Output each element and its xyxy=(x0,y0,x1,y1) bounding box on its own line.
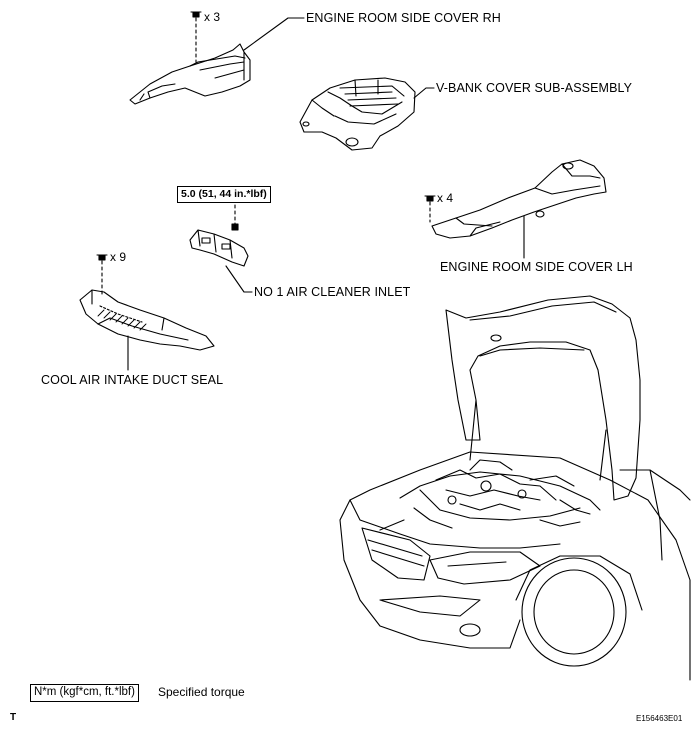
corner-mark: T xyxy=(10,712,17,723)
v-bank-cover-part xyxy=(299,77,416,151)
leader-rh xyxy=(243,17,305,51)
air-cleaner-inlet-part xyxy=(189,229,249,267)
legend-text: Specified torque xyxy=(158,685,245,699)
clip-lh-icon xyxy=(424,195,436,223)
seal-clip-quantity: x 9 xyxy=(110,250,127,264)
engine-room-side-cover-lh-part xyxy=(431,159,607,239)
figure-id: E156463E01 xyxy=(636,714,683,723)
seal-hatch xyxy=(97,309,147,331)
label-engine-room-side-cover-lh: ENGINE ROOM SIDE COVER LH xyxy=(440,260,633,274)
cool-air-intake-duct-seal-part xyxy=(79,289,215,351)
clip-seal-icon xyxy=(96,254,108,297)
bolt-inlet-icon xyxy=(231,204,239,231)
leader-vbank xyxy=(413,87,435,99)
torque-spec-box: 5.0 (51, 44 in.*lbf) xyxy=(177,186,271,203)
engine-room-side-cover-rh-part xyxy=(129,43,251,105)
label-air-cleaner-inlet: NO 1 AIR CLEANER INLET xyxy=(254,285,411,299)
legend-unit-box: N*m (kgf*cm, ft.*lbf) xyxy=(30,684,139,702)
label-v-bank-cover: V-BANK COVER SUB-ASSEMBLY xyxy=(436,81,633,95)
rh-clip-quantity: x 3 xyxy=(204,10,221,24)
label-cool-air-intake-duct-seal: COOL AIR INTAKE DUCT SEAL xyxy=(41,373,224,387)
leader-inlet xyxy=(225,265,253,293)
lh-clip-quantity: x 4 xyxy=(437,191,454,205)
clip-rh-icon xyxy=(190,11,202,63)
car-front-illustration xyxy=(339,295,691,681)
label-engine-room-side-cover-rh: ENGINE ROOM SIDE COVER RH xyxy=(306,11,501,25)
